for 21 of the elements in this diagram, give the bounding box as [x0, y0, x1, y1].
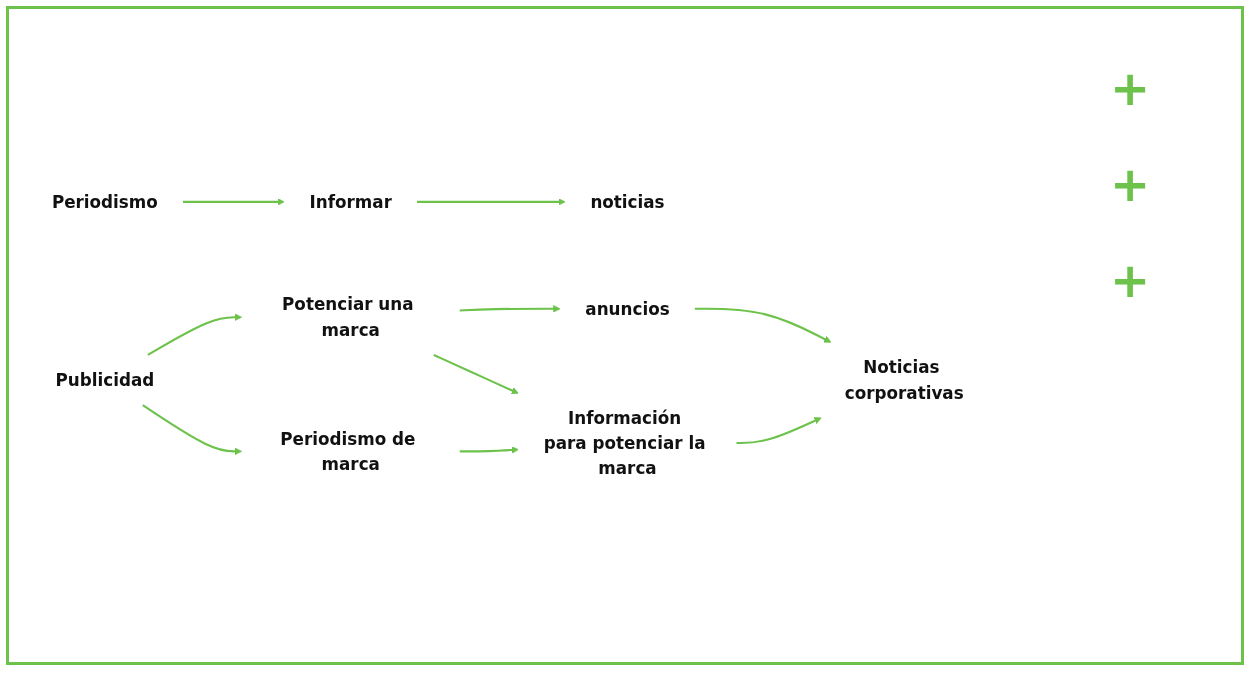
- node-text: Información para potenciar la marca: [543, 407, 706, 479]
- node-text: anuncios: [585, 298, 670, 319]
- arrow: [736, 417, 822, 445]
- node-text: Potenciar una marca: [282, 294, 414, 340]
- arrow: [147, 313, 243, 356]
- node-text: Informar: [309, 191, 392, 212]
- arrow: [183, 198, 285, 206]
- arrow: [459, 305, 561, 313]
- arrow: [142, 404, 243, 456]
- plus-sign: +: [1109, 252, 1151, 308]
- arrow: [433, 353, 519, 395]
- node-text: Periodismo de marca: [280, 428, 416, 474]
- plus-sign: +: [1109, 156, 1151, 212]
- node-text: noticias: [590, 191, 665, 212]
- node-text: Publicidad: [55, 370, 155, 391]
- arrow: [694, 307, 832, 343]
- node-text: Periodismo: [51, 191, 158, 212]
- plus-sign: +: [1109, 60, 1151, 116]
- node-text: Noticias corporativas: [844, 357, 964, 403]
- arrow: [417, 198, 566, 206]
- arrow: [459, 446, 519, 454]
